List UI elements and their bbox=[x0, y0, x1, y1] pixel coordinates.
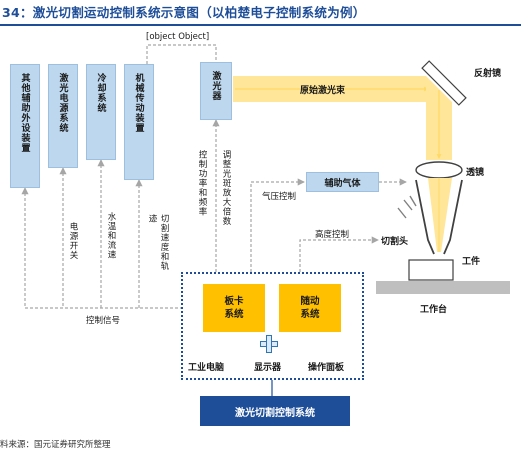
workpiece-shape bbox=[408, 259, 454, 281]
title-underline bbox=[0, 24, 521, 26]
box-laser-label: 激光器 bbox=[210, 71, 221, 101]
box-other-peripherals-label: 其他辅助外设装置 bbox=[19, 73, 30, 153]
lens-label: 透镜 bbox=[466, 168, 485, 178]
box-mechanical-transmission: 机械传动装置 bbox=[124, 64, 154, 180]
diagram-title: 34：激光切割运动控制系统示意图（以柏楚电子控制系统为例） bbox=[2, 5, 366, 20]
box-cooling-system: 冷却系统 bbox=[86, 64, 116, 160]
workpiece-label: 工件 bbox=[462, 257, 481, 267]
lens-shape bbox=[415, 161, 463, 179]
box-cooling-system-label: 冷却系统 bbox=[95, 73, 106, 113]
cutting-head-label: 切割头 bbox=[381, 237, 409, 247]
gas-flow-arrows bbox=[397, 195, 417, 219]
water-temp-label: 水温和流速 bbox=[106, 212, 116, 260]
mirror-label: 反射镜 bbox=[474, 69, 502, 79]
display-label: 显示器 bbox=[254, 363, 282, 373]
power-switch-label: 电源开关 bbox=[68, 222, 78, 260]
gas-pressure-line bbox=[250, 178, 305, 272]
worktable-label: 工作台 bbox=[420, 305, 448, 315]
card-system-box: 板卡系统 bbox=[203, 284, 265, 332]
axis-drive-connector bbox=[146, 44, 217, 64]
box-mechanical-transmission-label: 机械传动装置 bbox=[133, 73, 144, 133]
follower-system-label: 随动系统 bbox=[300, 296, 320, 320]
control-signal-label: 控制信号 bbox=[86, 316, 121, 326]
box-laser-power-supply: 激光电源系统 bbox=[48, 64, 78, 168]
mirror-shape bbox=[421, 60, 467, 106]
focused-beam bbox=[428, 178, 452, 252]
box-laser-power-supply-label: 激光电源系统 bbox=[57, 73, 68, 133]
laser-power-label: 控制功率和频率 bbox=[197, 150, 207, 217]
title-bar: 34：激光切割运动控制系统示意图（以柏楚电子控制系统为例） bbox=[0, 0, 521, 26]
operation-panel-label: 操作面板 bbox=[308, 363, 345, 373]
card-system-label: 板卡系统 bbox=[224, 296, 244, 320]
follower-system-box: 随动系统 bbox=[279, 284, 341, 332]
source-note: 料来源：国元证券研究所整理 bbox=[0, 440, 111, 450]
nozzle-right-wall bbox=[443, 179, 463, 255]
controller-frame bbox=[181, 272, 364, 380]
height-control-line bbox=[299, 236, 379, 272]
height-control-label: 高度控制 bbox=[315, 230, 350, 240]
gas-pressure-label: 气压控制 bbox=[262, 192, 297, 202]
system-name-banner: 激光切割控制系统 bbox=[200, 396, 350, 426]
industrial-pc-label: 工业电脑 bbox=[188, 363, 225, 373]
nozzle-left-wall bbox=[415, 179, 435, 255]
box-other-peripherals: 其他辅助外设装置 bbox=[10, 64, 40, 188]
assist-gas-box: 辅助气体 bbox=[306, 172, 379, 192]
beam-label: 原始激光束 bbox=[300, 86, 346, 96]
plus-icon bbox=[260, 335, 278, 353]
axis-drive-label: [object Object] bbox=[146, 32, 210, 42]
box-laser: 激光器 bbox=[200, 62, 232, 120]
worktable-shape bbox=[376, 281, 510, 294]
cut-speed-label: 切割速度和轨迹 bbox=[147, 214, 169, 271]
spot-adjust-label: 调整光斑放大倍数 bbox=[221, 150, 231, 226]
